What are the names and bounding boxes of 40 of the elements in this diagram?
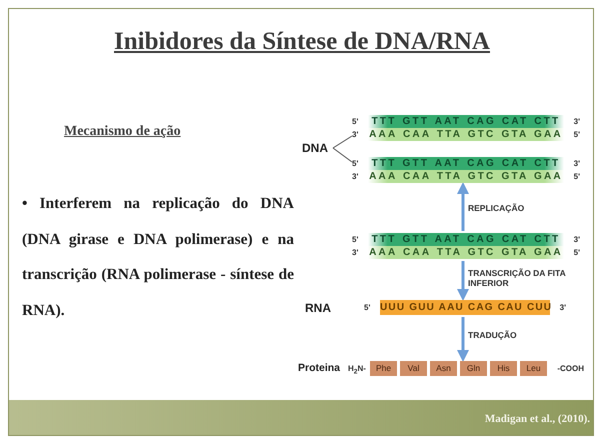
protein-label: Proteina xyxy=(298,362,340,374)
amino-acid-box: His xyxy=(490,361,517,376)
strand-end-label: 5' xyxy=(574,129,580,141)
strand-end-label: 5' xyxy=(352,234,358,246)
strand-end-label: 3' xyxy=(560,302,566,314)
amino-acid-box: Leu xyxy=(520,361,547,376)
strand-end-label: 5' xyxy=(352,116,358,128)
slide-title: Inibidores da Síntese de DNA/RNA xyxy=(114,28,490,55)
dna-strand: AAA CAA TTA GTC GTA GAA xyxy=(368,170,564,183)
dna-strand: AAA CAA TTA GTC GTA GAA xyxy=(368,246,564,259)
strand-end-label: 3' xyxy=(352,247,358,259)
arrow xyxy=(457,317,469,362)
bracket-line xyxy=(332,148,352,162)
amino-acid-box: Phe xyxy=(370,361,397,376)
section-heading: Mecanismo de ação xyxy=(64,124,181,140)
bullet-paragraph: • Interferem na replicação do DNA (DNA girase e DNA polimerase) e na transcrição (RNA polimerase - síntese de RNA). xyxy=(22,194,294,320)
strand-end-label: 5' xyxy=(352,158,358,170)
amino-acid-box: Asn xyxy=(430,361,457,376)
citation: Madigan et al., (2010). xyxy=(484,413,590,425)
edge-label: REPLICAÇÃO xyxy=(468,203,526,213)
bracket-line xyxy=(332,136,352,148)
terminus-label: -COOH xyxy=(557,363,584,375)
amino-acid-box: Gln xyxy=(460,361,487,376)
arrow xyxy=(457,182,469,231)
dna-strand: AAA CAA TTA GTC GTA GAA xyxy=(368,128,564,141)
strand-end-label: 5' xyxy=(364,302,370,314)
terminus-label: H$_{2}$N- xyxy=(348,363,366,378)
strand-end-label: 3' xyxy=(574,116,580,128)
edge-label: TRANSCRIÇÃO DA FITA INFERIOR xyxy=(468,268,566,288)
rna-label: RNA xyxy=(305,301,331,315)
strand-end-label: 5' xyxy=(574,171,580,183)
amino-acid-box: Val xyxy=(400,361,427,376)
edge-label: TRADUÇÃO xyxy=(468,330,518,340)
strand-end-label: 3' xyxy=(574,234,580,246)
dna-label: DNA xyxy=(302,141,328,155)
strand-end-label: 3' xyxy=(574,158,580,170)
arrow xyxy=(457,261,469,301)
strand-end-label: 3' xyxy=(352,171,358,183)
strand-end-label: 5' xyxy=(574,247,580,259)
strand-end-label: 3' xyxy=(352,129,358,141)
